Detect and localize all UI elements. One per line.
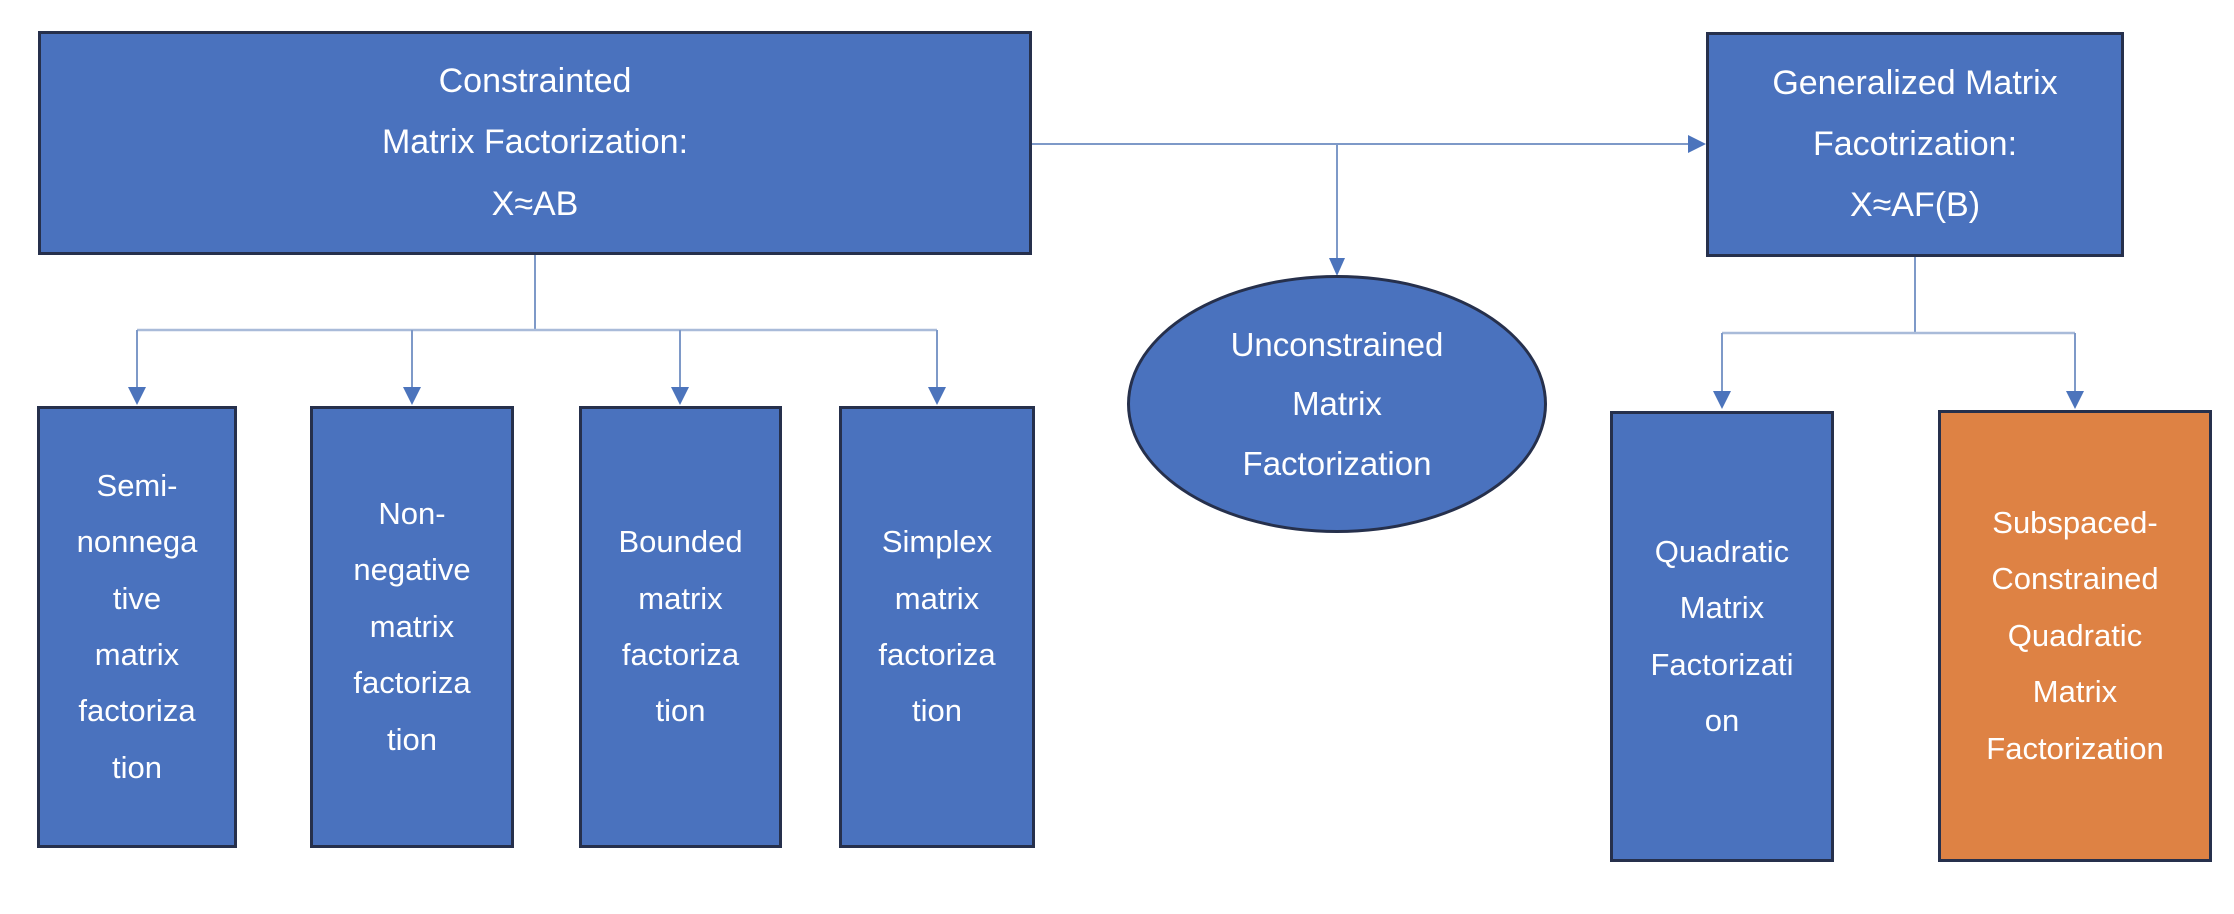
arrowhead-to-nonnegative	[403, 387, 421, 405]
arrowhead-to-semi	[128, 387, 146, 405]
arrowhead-to-bounded	[671, 387, 689, 405]
arrowhead-to-subspaced	[2066, 391, 2084, 409]
arrowhead-to-quadratic	[1713, 391, 1731, 409]
arrowhead-to-simplex	[928, 387, 946, 405]
arrowhead-to-generalized	[1688, 135, 1706, 153]
arrowhead-to-unconstrained	[1329, 258, 1345, 276]
